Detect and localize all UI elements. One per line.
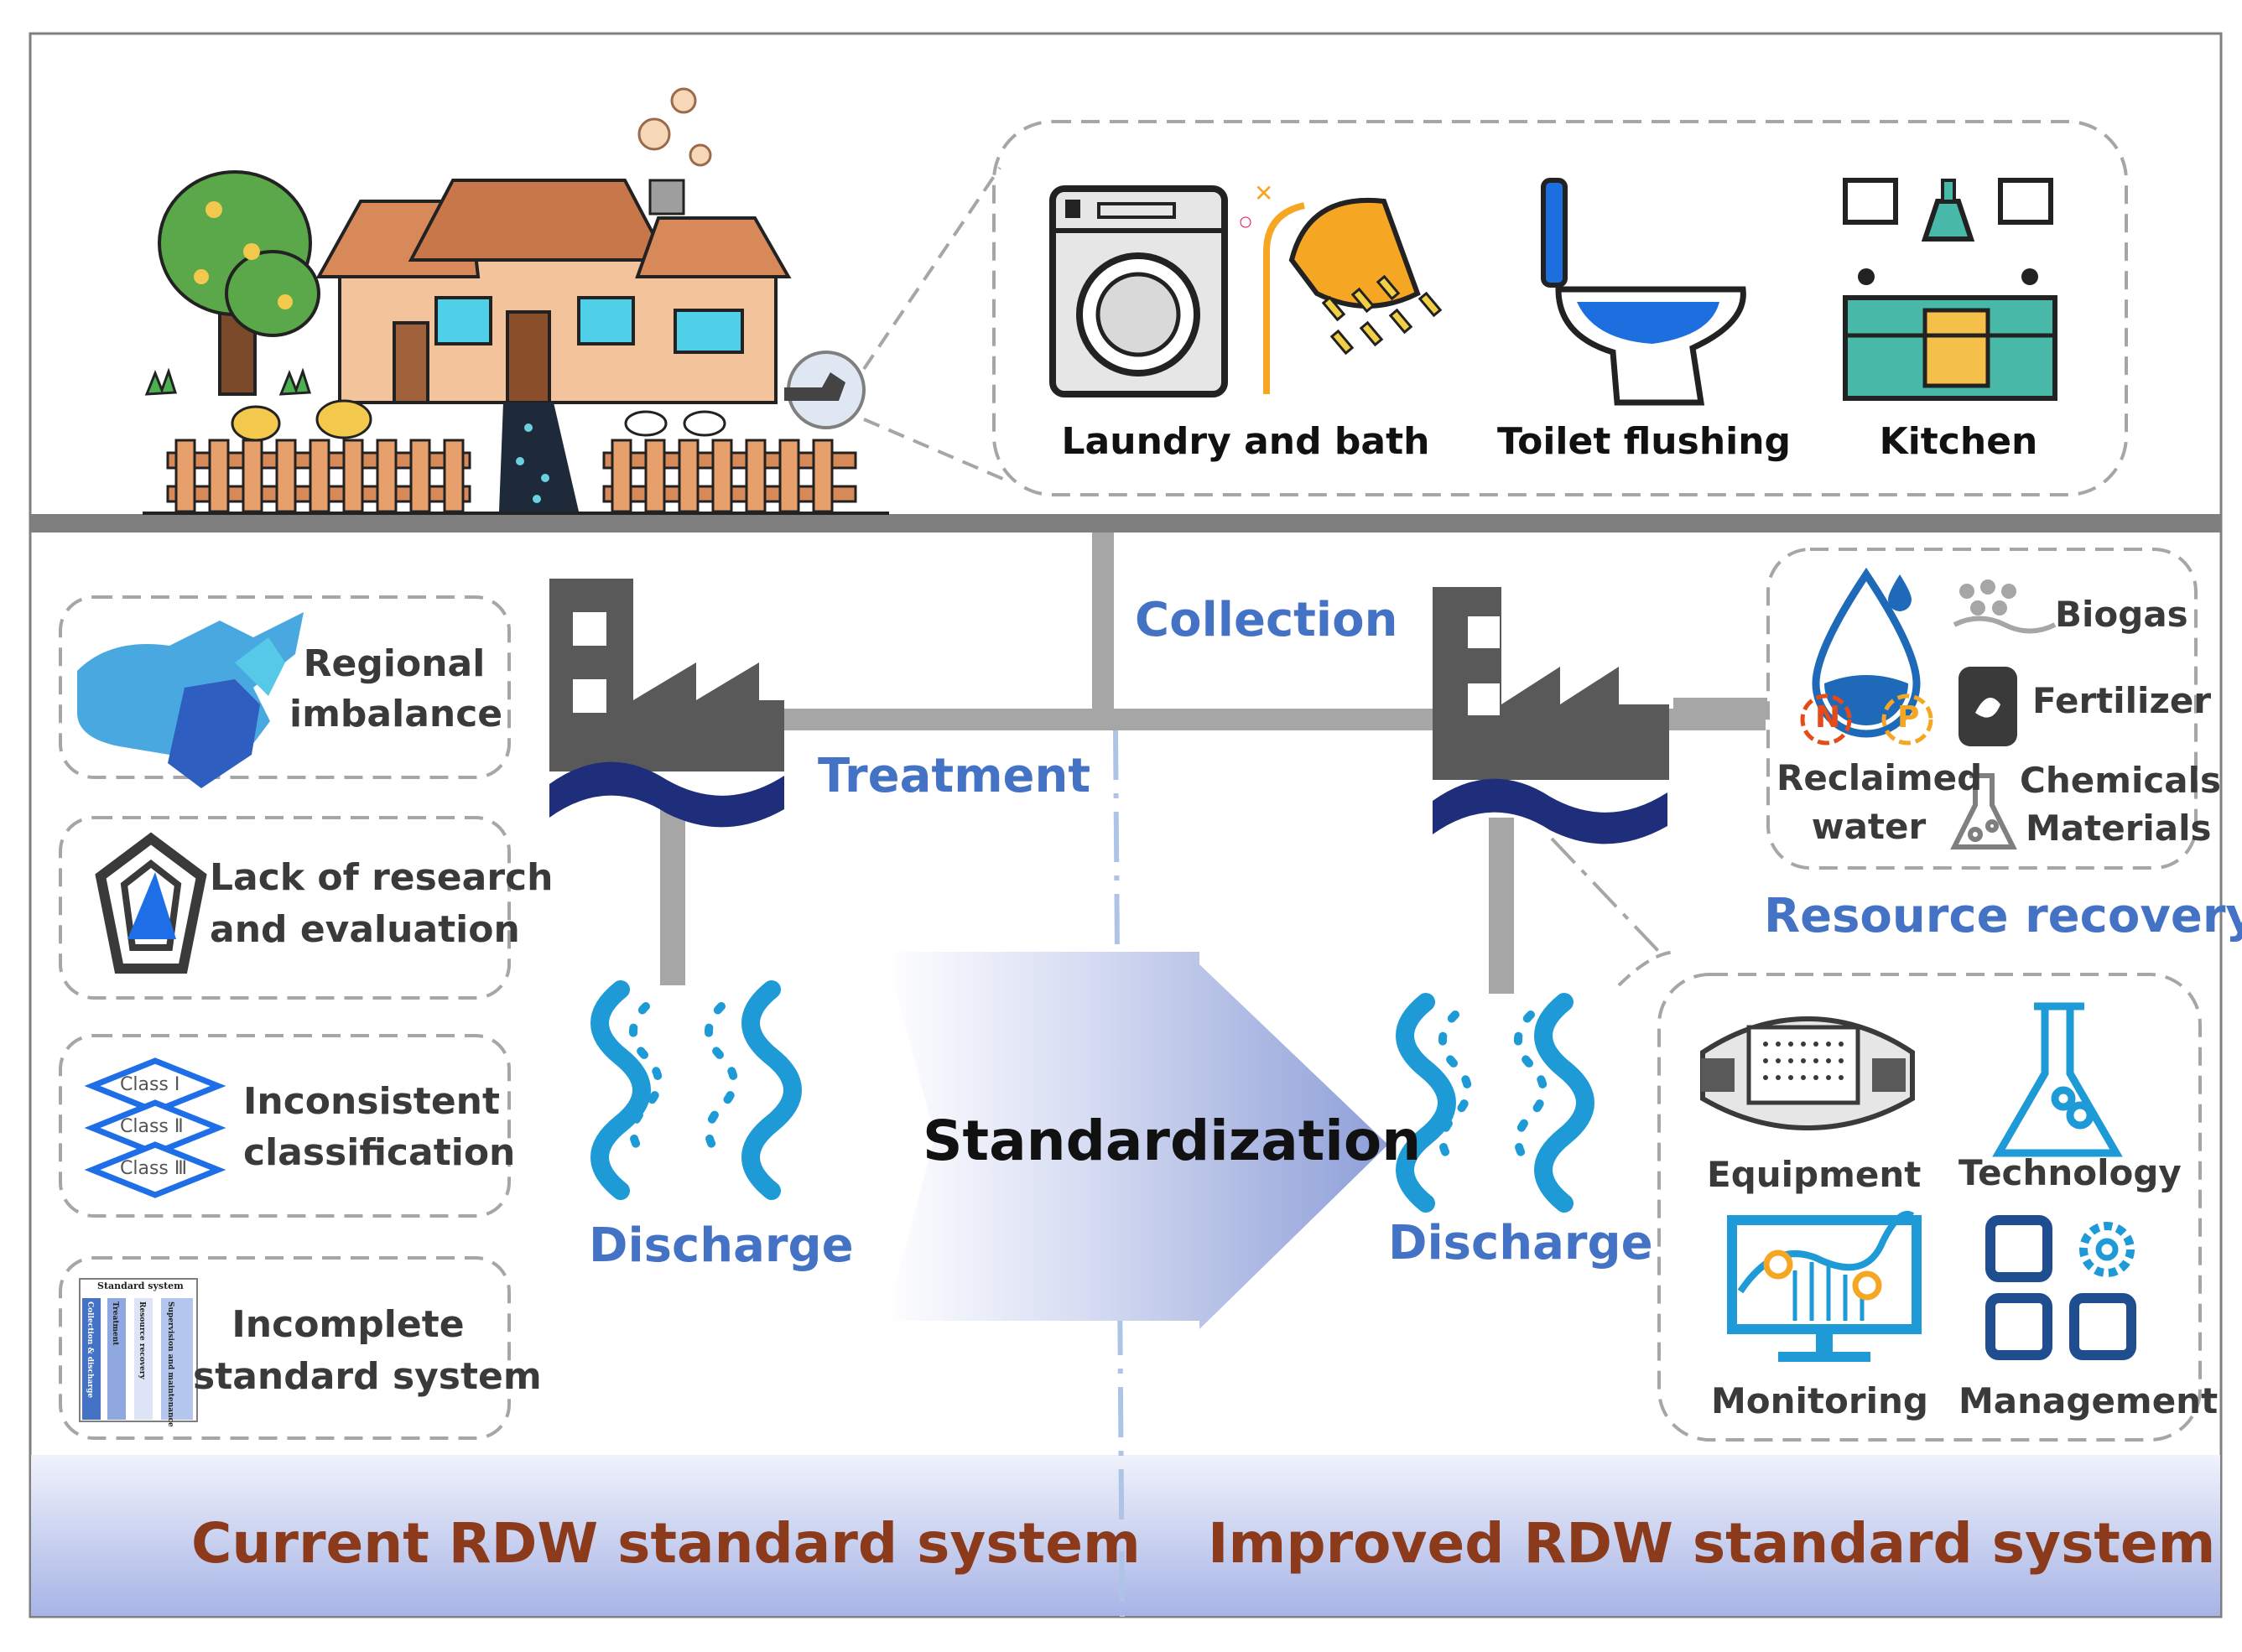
equipment-label: Equipment — [1707, 1154, 1922, 1195]
reclaimed-line2: water — [1811, 806, 1927, 847]
phosphorus-label: P — [1897, 700, 1920, 735]
house-scene-icon — [143, 87, 889, 515]
kitchen-label: Kitchen — [1879, 420, 2038, 463]
washing-machine-icon — [1049, 185, 1228, 397]
equipment-icon — [1700, 1016, 1915, 1131]
class-3-label: Class Ⅲ — [120, 1158, 188, 1179]
factory-left-icon — [549, 579, 784, 828]
standardization-arrow — [885, 952, 1388, 1329]
standardization-label: Standardization — [923, 1109, 1422, 1173]
beaker-icon — [1950, 773, 2017, 849]
standard-system-chart-icon — [79, 1278, 198, 1422]
biogas-label: Biogas — [2055, 594, 2188, 635]
problem-4-line1: Incomplete — [231, 1303, 465, 1346]
discharge-left-icon — [590, 980, 802, 1200]
resource-recovery-label: Resource recovery — [1764, 889, 2242, 943]
class-1-label: Class Ⅰ — [120, 1074, 180, 1095]
monitoring-label: Monitoring — [1711, 1380, 1928, 1421]
problem-2-line2: and evaluation — [210, 908, 520, 951]
toilet-icon — [1541, 178, 1746, 406]
footer-current-label: Current RDW standard system — [191, 1511, 1141, 1576]
discharge-right-label: Discharge — [1388, 1216, 1653, 1270]
pentagon-radar-icon — [95, 832, 207, 974]
stacked-class-layers-icon — [84, 1057, 226, 1198]
improvement-box — [1657, 973, 2202, 1442]
laundry-bath-label: Laundry and bath — [1061, 420, 1430, 463]
management-label: Management — [1958, 1380, 2219, 1421]
shower-icon: ✕ — [1240, 180, 1443, 394]
uses-callout-box — [992, 120, 2128, 496]
discharge-right-icon — [1396, 993, 1594, 1213]
fertilizer-label: Fertilizer — [2032, 680, 2212, 721]
standard-chart-title: Standard system — [97, 1281, 184, 1291]
svg-text:✕: ✕ — [1254, 180, 1273, 206]
standard-chart-col4: Supervision and maintenance — [166, 1301, 174, 1427]
problem-boxes — [59, 595, 511, 1440]
monitor-chart-icon — [1727, 1211, 1922, 1362]
problem-3-line2: classification — [243, 1131, 516, 1174]
problem-1-line2: imbalance — [289, 693, 503, 735]
fertilizer-icon — [1958, 667, 2017, 746]
chemicals-label: Chemicals — [2020, 760, 2222, 801]
class-2-label: Class Ⅱ — [120, 1116, 184, 1137]
footer-improved-label: Improved RDW standard system — [1208, 1511, 2216, 1576]
collection-label: Collection — [1135, 593, 1398, 647]
problem-4-line2: standard system — [193, 1355, 542, 1398]
reclaimed-line1: Reclaimed — [1776, 757, 1983, 798]
water-drop-icon — [1812, 567, 1921, 738]
standard-chart-col1: Collection & discharge — [86, 1301, 94, 1399]
flask-icon — [1992, 1002, 2123, 1157]
problem-2-line1: Lack of research — [210, 856, 554, 899]
technology-label: Technology — [1958, 1152, 2182, 1193]
toilet-flushing-label: Toilet flushing — [1496, 420, 1792, 463]
management-grid-gear-icon — [1985, 1215, 2136, 1360]
china-map-icon — [77, 612, 304, 788]
standard-chart-col3: Resource recovery — [138, 1301, 146, 1379]
treatment-label: Treatment — [818, 749, 1091, 803]
resource-box — [1766, 548, 2198, 870]
nitrogen-label: N — [1815, 700, 1841, 735]
problem-1-line1: Regional — [303, 642, 486, 685]
nutrient-np-icon — [1800, 694, 1933, 745]
problem-3-line1: Inconsistent — [243, 1080, 501, 1123]
biogas-icon — [1953, 579, 2057, 634]
discharge-left-label: Discharge — [589, 1218, 854, 1273]
factory-right-icon — [1433, 587, 1669, 844]
kitchen-icon — [1843, 178, 2057, 401]
footer-bar — [31, 1455, 2220, 1616]
standard-chart-col2: Treatment — [111, 1301, 119, 1346]
section-divider — [31, 514, 2220, 532]
materials-label: Materials — [2026, 808, 2212, 849]
